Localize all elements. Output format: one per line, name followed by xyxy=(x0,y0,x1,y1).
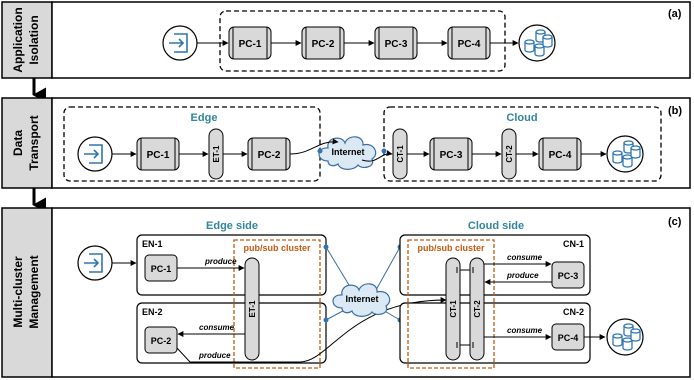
panel-a-letter: (a) xyxy=(668,8,682,20)
en2-title: EN-2 xyxy=(142,307,163,317)
edge-label: Edge xyxy=(191,112,218,124)
panel-b-side-bar xyxy=(1,97,53,189)
pubsub-cluster-cloud xyxy=(407,239,495,369)
edge-node-en2 xyxy=(136,302,327,364)
flow-en2-produce: produce xyxy=(198,351,231,360)
pc-label-b2: PC-2 xyxy=(258,150,281,161)
flow-cn1-produce: produce xyxy=(506,271,539,280)
ct1-box-b: CT-1 xyxy=(392,128,408,180)
database-icon xyxy=(606,318,644,356)
panel-c-letter: (c) xyxy=(668,216,682,228)
panel-a-frame xyxy=(51,1,691,79)
internet-cloud-b: Internet xyxy=(318,136,377,170)
internet-label-b: Internet xyxy=(331,147,364,157)
panel-a-side-bar xyxy=(1,1,53,79)
flow-en1-produce: produce xyxy=(204,257,237,266)
flow-cn2-consume: consume xyxy=(507,326,543,335)
panel-c-side-title-line1: Multi-cluster xyxy=(11,256,25,328)
panel-c-side-title-line2: Management xyxy=(27,255,41,328)
pc-label-b1: PC-1 xyxy=(147,150,170,161)
et1-box-c: ET-1 xyxy=(244,257,260,361)
pc-label-a2: PC-2 xyxy=(312,39,335,50)
data-source-icon xyxy=(162,25,198,61)
pc-label-c4: PC-4 xyxy=(558,333,579,343)
cn1-title: CN-1 xyxy=(563,239,584,249)
pc-box-b3: PC-3 xyxy=(429,137,473,171)
panel-a-side-title-line1: Application xyxy=(11,7,25,72)
pubsub-cluster-edge xyxy=(233,239,321,369)
cn2-title: CN-2 xyxy=(563,307,584,317)
pc-box-c4: PC-4 xyxy=(551,323,585,351)
et1-label-c: ET-1 xyxy=(248,300,257,317)
pc-box-a4: PC-4 xyxy=(447,26,491,60)
pc-box-b4: PC-4 xyxy=(538,137,582,171)
ct2-label-b: CT-2 xyxy=(505,145,514,163)
data-source-icon xyxy=(77,245,113,281)
pc-box-a3: PC-3 xyxy=(374,26,418,60)
panel-multi-cluster-management: Multi-cluster Management (c) Edge side C… xyxy=(1,207,691,378)
panel-b-flow-arrows xyxy=(112,138,607,162)
data-source-icon xyxy=(77,136,113,172)
pubsub-label-cloud: pub/sub cluster xyxy=(417,243,485,253)
flow-cn1-consume: consume xyxy=(507,253,543,262)
pc-label-b3: PC-3 xyxy=(440,150,463,161)
panel-application-isolation: Application Isolation (a) PC-1 PC-2 PC-3… xyxy=(1,1,691,79)
pc-box-a1: PC-1 xyxy=(228,26,272,60)
ct1-label-c: CT-1 xyxy=(449,300,458,318)
ct2-box-c: CT-2 xyxy=(469,257,485,361)
isolation-boundary xyxy=(219,10,506,72)
pc-label-c2: PC-2 xyxy=(151,336,172,346)
pc-box-c2: PC-2 xyxy=(144,326,178,354)
pc-label-c1: PC-1 xyxy=(151,264,172,274)
panel-a-side-title-line2: Isolation xyxy=(27,15,41,64)
edge-node-en1 xyxy=(136,234,327,296)
edge-boundary xyxy=(63,106,321,182)
internet-cloud-c: Internet xyxy=(332,283,391,317)
et1-box-b: ET-1 xyxy=(208,128,224,180)
edge-side-label: Edge side xyxy=(206,220,258,232)
et1-label-b: ET-1 xyxy=(212,145,221,162)
pc-box-a2: PC-2 xyxy=(301,26,345,60)
ct1-label-b: CT-1 xyxy=(396,145,405,163)
cloud-boundary xyxy=(383,106,662,182)
flow-en2-consume: consume xyxy=(199,323,235,332)
pc-label-c3: PC-3 xyxy=(558,271,579,281)
ct-replication-links xyxy=(456,267,474,348)
cloud-label: Cloud xyxy=(506,112,537,124)
panel-b-letter: (b) xyxy=(668,105,682,117)
pc-box-b2: PC-2 xyxy=(247,137,291,171)
en1-title: EN-1 xyxy=(142,239,163,249)
pc-box-c1: PC-1 xyxy=(144,254,178,282)
pc-label-b4: PC-4 xyxy=(549,150,572,161)
pc-label-a4: PC-4 xyxy=(458,39,481,50)
internet-label-c: Internet xyxy=(345,294,378,304)
panel-c-side-bar xyxy=(1,207,53,378)
database-icon xyxy=(606,135,644,173)
pc-label-a1: PC-1 xyxy=(239,39,262,50)
database-icon xyxy=(518,24,556,62)
panel-data-transport: Data Transport (b) Edge Cloud PC-1 ET-1 … xyxy=(1,97,691,189)
panel-b-side-title-line1: Data xyxy=(11,130,25,156)
cloud-side-label: Cloud side xyxy=(468,220,524,232)
ct1-box-c: CT-1 xyxy=(445,257,461,361)
panel-b-side-title-line2: Transport xyxy=(27,115,41,170)
ct2-label-c: CT-2 xyxy=(473,300,482,318)
pc-label-a3: PC-3 xyxy=(385,39,408,50)
cloud-flow-arrows xyxy=(484,261,606,340)
pc-box-b1: PC-1 xyxy=(136,137,180,171)
pc-box-c3: PC-3 xyxy=(551,261,585,289)
ct2-box-b: CT-2 xyxy=(501,128,517,180)
pubsub-label-edge: pub/sub cluster xyxy=(243,243,311,253)
